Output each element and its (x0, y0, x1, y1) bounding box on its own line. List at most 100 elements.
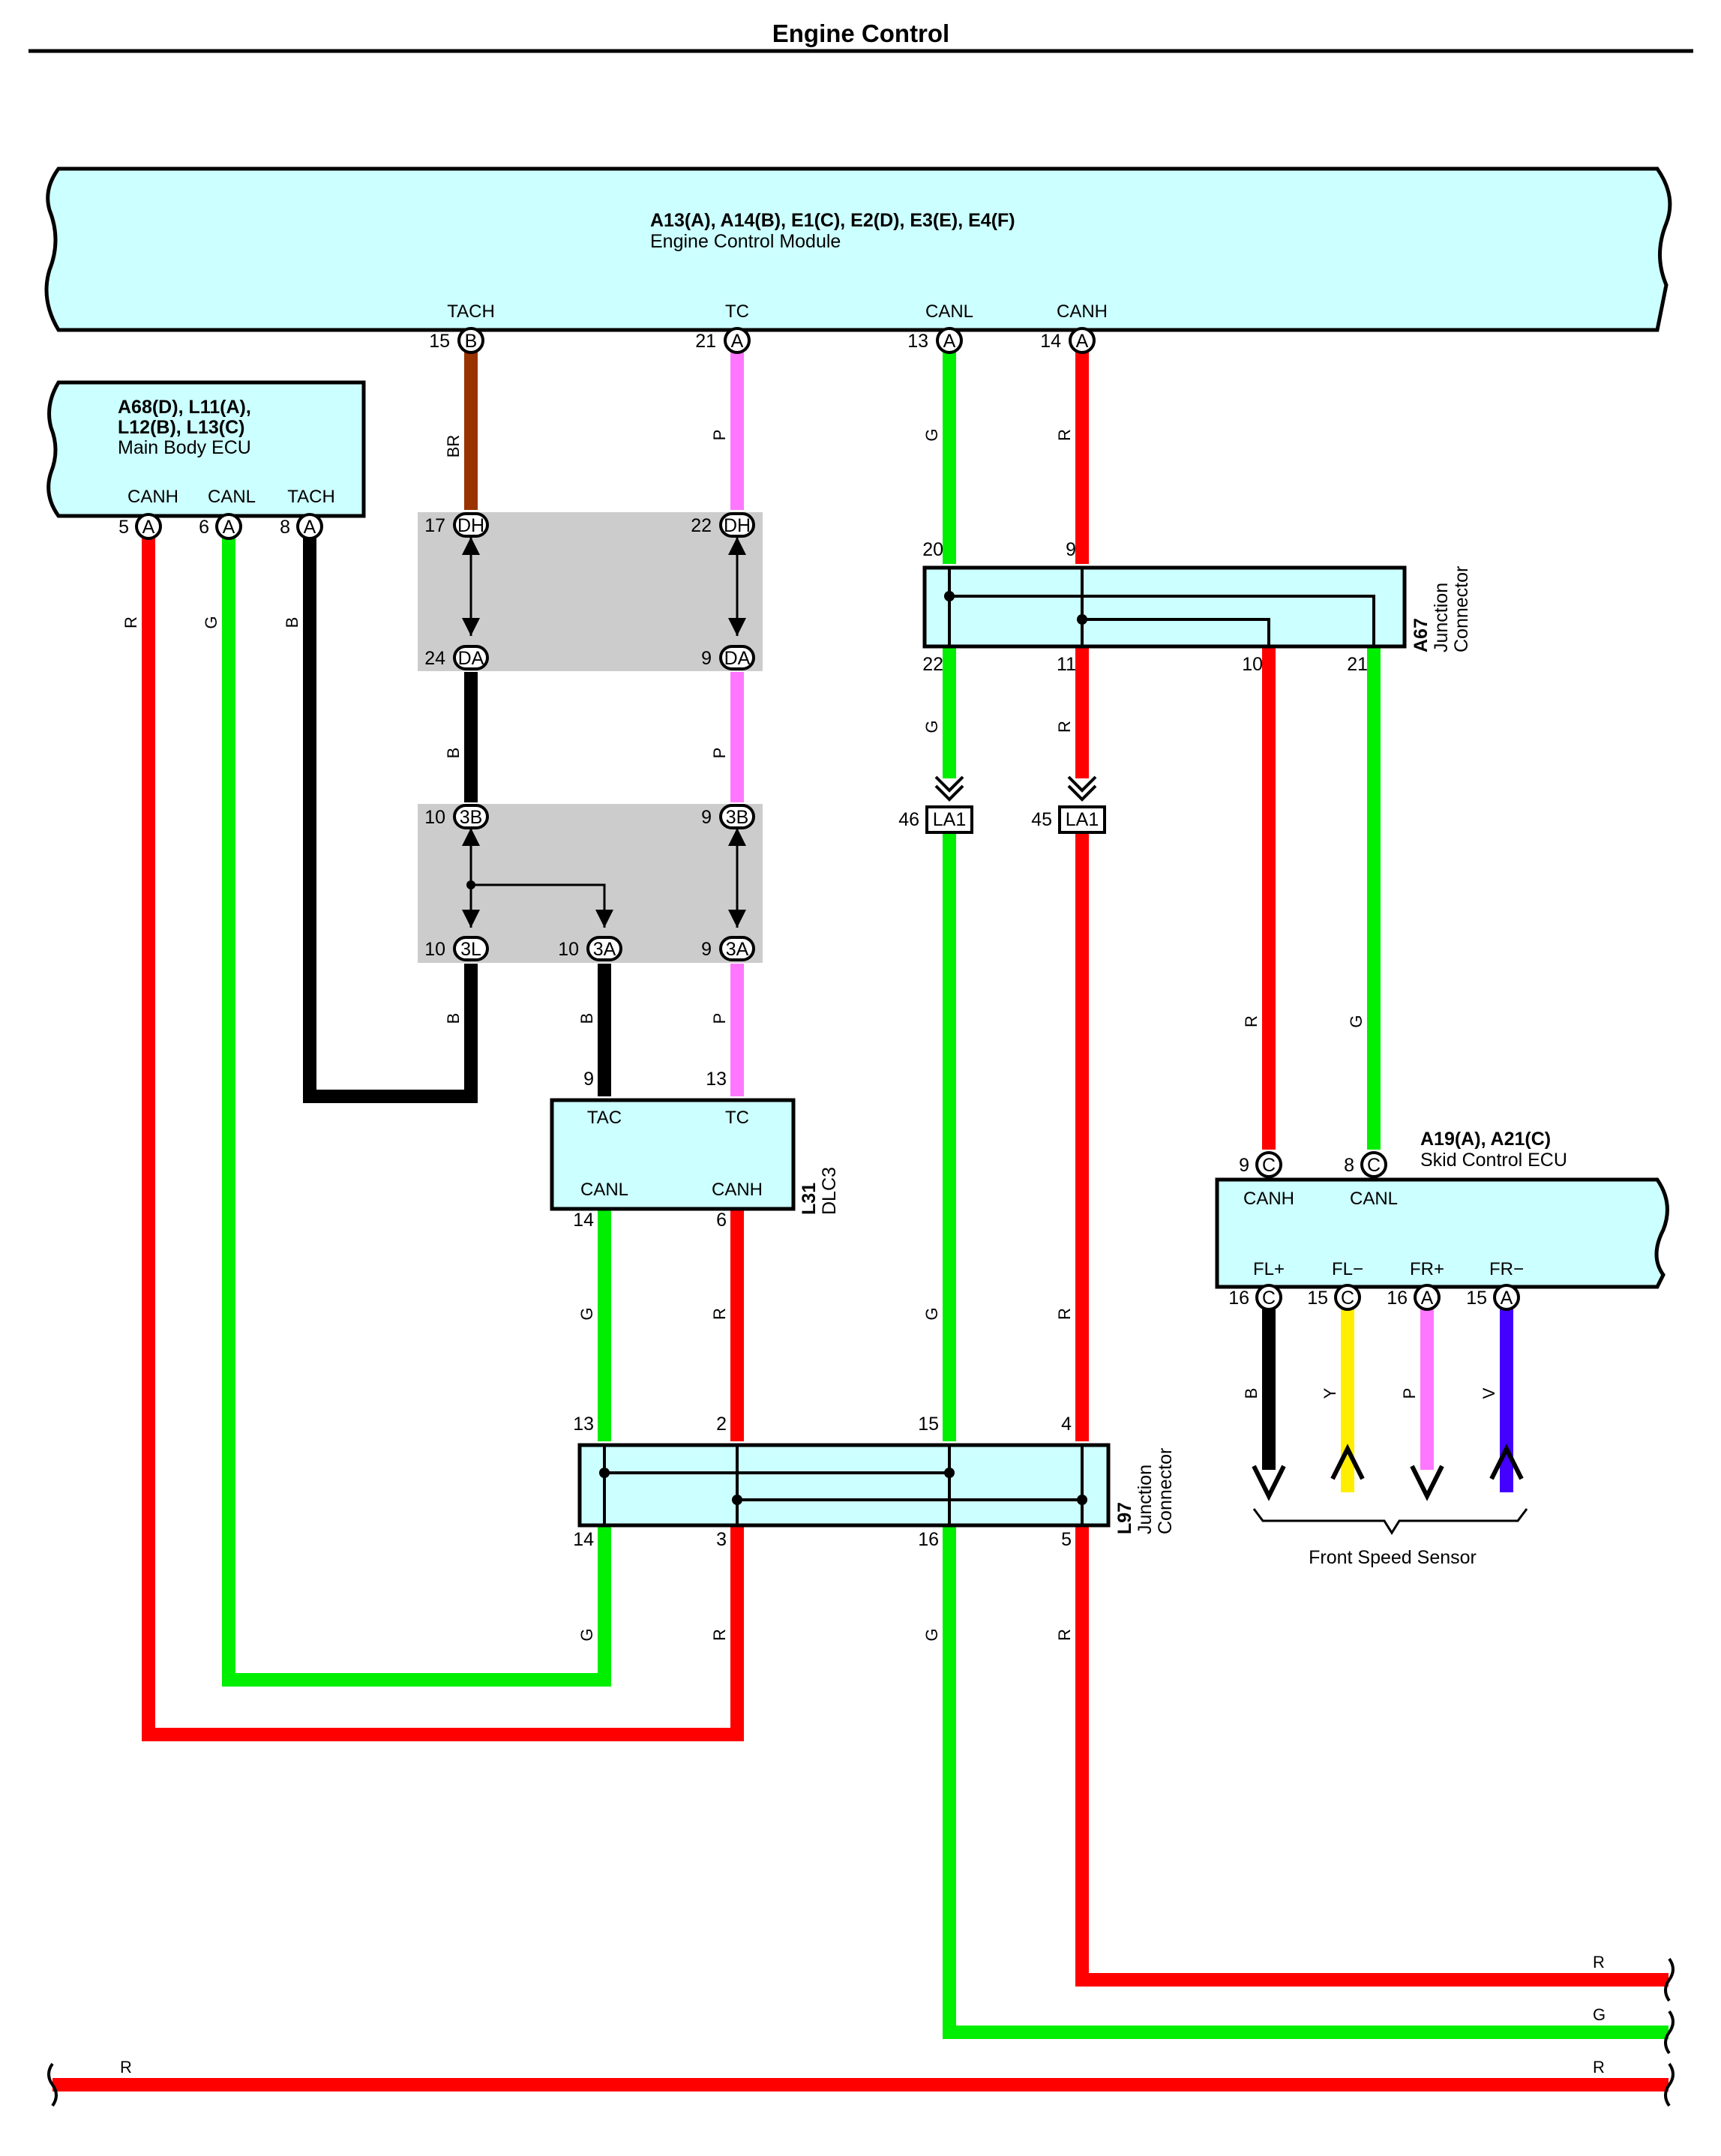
jb2-pin-3b10 (453, 804, 489, 829)
skid-pin-fl-minus-conn: C (1341, 1288, 1354, 1309)
skid-ecu-pins: C 9 C 8 C 16 C 15 A 16 A 15 (1228, 1151, 1520, 1311)
jb2-pin-3b10-conn: 3B (460, 807, 483, 828)
wire-color-labels: BR P G R R G B B P G R B B P R G G R G R… (120, 428, 1606, 2077)
a67-label-group: A67 Junction Connector (1411, 566, 1472, 652)
skid-pin-fr-minus-conn: A (1501, 1288, 1513, 1309)
l97-label-group: L97 Junction Connector (1114, 1448, 1176, 1534)
jb1-left-up-arrow-icon (462, 537, 480, 555)
l97-ref: L97 (1114, 1502, 1135, 1534)
l97-pin-5: 5 (1061, 1529, 1072, 1550)
wl-r-a67-10: R (1242, 1015, 1261, 1027)
fl-minus-arrow-icon (1330, 1444, 1365, 1480)
l97-junction-connector-box (577, 1443, 1111, 1528)
wl-r-mb-canh: R (121, 616, 140, 628)
jb2-pin-3b9 (719, 804, 755, 829)
jb2-pin-3b10-num: 10 (424, 807, 445, 828)
junction-block-2-pins: 3B 10 3B 9 3L 10 3A 10 3A 9 (424, 804, 755, 961)
jb2-pin-3a10-num: 10 (558, 939, 579, 960)
dlc3-canl-label: CANL (580, 1180, 628, 1200)
ecm-tc-label: TC (725, 301, 749, 322)
la1-connectors: LA1 46 LA1 45 (898, 775, 1106, 834)
main-body-ecu-name: Main Body ECU (118, 437, 251, 458)
jb2-right-up-arrow-icon (728, 828, 746, 846)
wire-3l10-main-body-tach (303, 534, 478, 1103)
ecm-pin-tach-num: 15 (429, 331, 450, 352)
wl-g-la1-46: G (922, 1307, 941, 1320)
jb1-pin-da24-conn: DA (458, 648, 484, 669)
dlc3-label-group: L31 DLC3 (799, 1167, 840, 1215)
wire-l97-5-exit-r (1075, 1524, 1669, 1987)
main-body-pin-canh-conn: A (142, 517, 155, 538)
jb2-pin-3b9-conn: 3B (726, 807, 749, 828)
a67-pin-21: 21 (1347, 654, 1368, 675)
jb2-left-down-arrow-icon (462, 910, 480, 928)
wl-r-l97-5: R (1055, 1629, 1074, 1641)
main-body-pin-tach (296, 513, 323, 540)
jb2-right-down-arrow-icon (728, 910, 746, 928)
skid-pin-fr-plus-num: 16 (1387, 1288, 1408, 1309)
jb2-mid-down-arrow-icon (595, 910, 613, 928)
la1-45-chevron-icon (1067, 775, 1097, 802)
ecm-pin-tc (724, 327, 751, 354)
jb1-right-down-arrow-icon (728, 618, 746, 636)
wl-exit-r1: R (1593, 1953, 1605, 1972)
main-body-canl-label: CANL (208, 487, 256, 507)
a67-name1: Junction (1431, 583, 1452, 652)
fl-plus-arrow-icon (1252, 1465, 1286, 1501)
l97-splice-2 (944, 1468, 955, 1478)
jb1-pin-dh22 (719, 512, 755, 538)
skid-pin-canh-num: 9 (1239, 1155, 1249, 1176)
ecm-pin-tach (457, 327, 484, 354)
wl-p-3a: P (710, 1013, 729, 1024)
ecm-canl-label: CANL (925, 301, 973, 322)
jb2-splice (466, 880, 475, 889)
jb1-left-down-arrow-icon (462, 618, 480, 636)
dlc3-pin-13: 13 (706, 1069, 727, 1090)
jb1-pin-dh22-num: 22 (691, 515, 712, 536)
wire-l97-14-main-body-canl (222, 534, 611, 1687)
wl-g-a67-22: G (922, 720, 941, 733)
main-body-pin-canl (215, 513, 242, 540)
l97-pin-numbers: 13 2 15 4 14 3 16 5 (573, 1414, 1072, 1550)
la1-45-conn: LA1 (1066, 809, 1099, 830)
la1-46-chevron-icon (934, 775, 964, 802)
jb2-pin-3a10-conn: 3A (593, 939, 616, 960)
wl-r-la1-45: R (1055, 1308, 1074, 1320)
dlc3-pin-9: 9 (583, 1069, 594, 1090)
wl-y-fl-minus: Y (1321, 1387, 1339, 1399)
break-mark-left-r (47, 2062, 58, 2107)
l97-pin-4: 4 (1061, 1414, 1072, 1435)
dlc3-ref: L31 (799, 1183, 820, 1215)
wl-p-fr-plus: P (1400, 1388, 1419, 1399)
wl-r-a67-11: R (1055, 721, 1074, 733)
a67-pin-10: 10 (1242, 654, 1263, 675)
jb2-left-up-arrow-icon (462, 828, 480, 846)
wl-r-ecm-canh: R (1055, 429, 1074, 441)
jb1-pin-da24-num: 24 (424, 648, 445, 669)
skid-canh-label: CANH (1243, 1189, 1294, 1209)
jb2-pin-3a9-num: 9 (701, 939, 712, 960)
skid-control-ecu-box (1215, 1177, 1669, 1289)
ecm-pin-canl (936, 327, 963, 354)
wl-br-tach: BR (444, 435, 463, 458)
a67-pin-numbers: 20 9 22 11 10 21 (922, 539, 1368, 675)
front-speed-sensor-label: Front Speed Sensor (1309, 1547, 1477, 1568)
jb2-pin-3a10 (586, 936, 622, 961)
jb1-pin-da9-num: 9 (701, 648, 712, 669)
skid-pin-fr-plus-conn: A (1421, 1288, 1434, 1309)
ecm-name: Engine Control Module (650, 231, 841, 252)
wire-l97-3-main-body-canh (142, 534, 744, 1741)
main-body-pin-canl-conn: A (223, 517, 235, 538)
wl-g-mb-canl: G (202, 616, 220, 628)
wl-r-l97-3: R (710, 1629, 729, 1641)
l97-pin-2: 2 (716, 1414, 727, 1435)
wl-b-mb-tach: B (283, 617, 301, 628)
l97-pin-3: 3 (716, 1529, 727, 1550)
jb1-pin-dh17-conn: DH (457, 515, 484, 536)
la1-46-num: 46 (898, 809, 919, 830)
break-mark-g (1664, 2010, 1675, 2055)
jb1-pin-dh17-num: 17 (424, 515, 445, 536)
dlc3-pin-6: 6 (716, 1210, 727, 1231)
main-body-ecu-ref1: A68(D), L11(A), (118, 397, 251, 418)
wl-p-tc1: P (710, 430, 729, 441)
